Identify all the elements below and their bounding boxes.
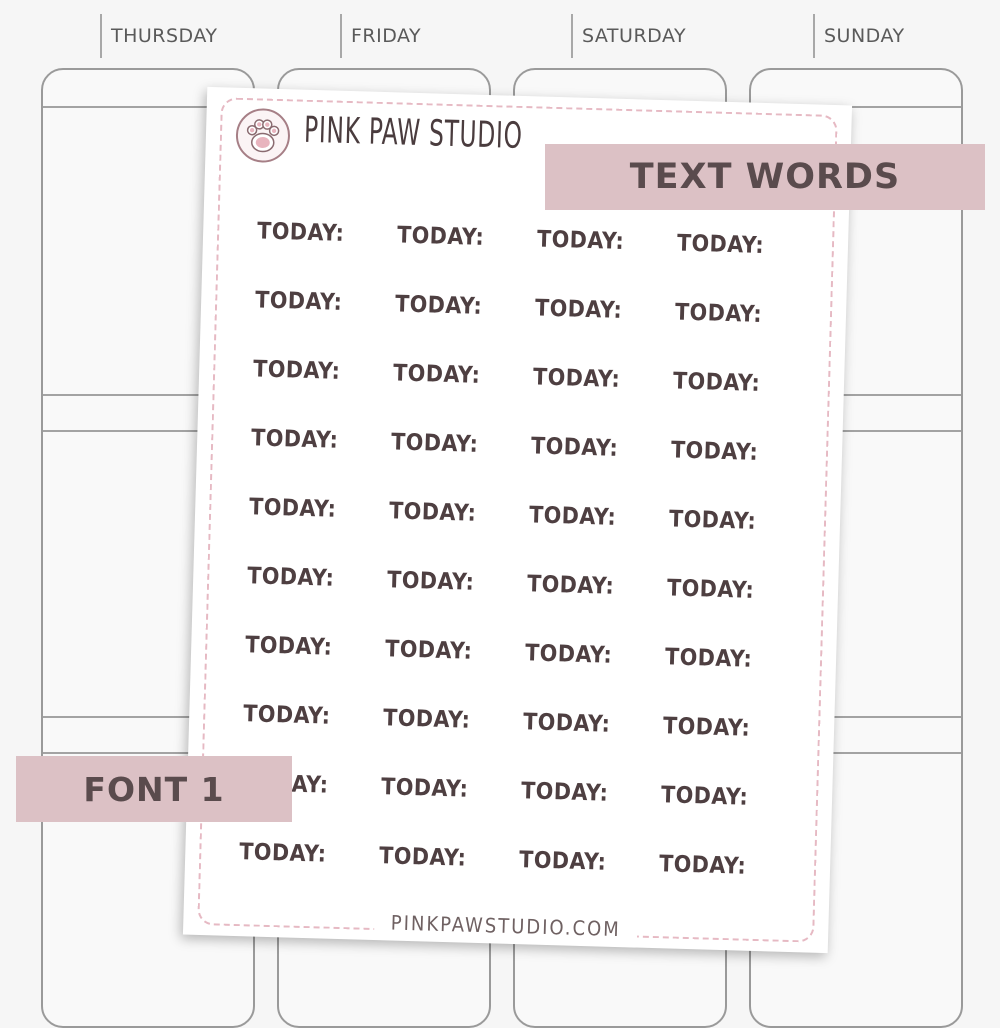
- today-sticker: TODAY:: [526, 571, 615, 600]
- today-sticker: TODAY:: [384, 636, 473, 665]
- today-sticker: TODAY:: [672, 368, 761, 397]
- today-sticker: TODAY:: [254, 287, 343, 316]
- sticker-word-grid: TODAY: TODAY: TODAY: TODAY: TODAY: TODAY: TODA…: [238, 218, 818, 924]
- day-label: SUNDAY: [824, 25, 905, 47]
- sticker-sheet: PINK PAW STUDIO TODAY:TODAY:TODAY:TODAY:…: [182, 86, 853, 954]
- today-sticker: TODAY:: [244, 632, 333, 661]
- column-divider: [43, 430, 253, 432]
- text-words-label: TEXT WORDS: [629, 157, 901, 197]
- today-sticker: TODAY:: [394, 291, 483, 320]
- text-words-banner: TEXT WORDS: [545, 144, 985, 210]
- column-divider: [43, 394, 253, 396]
- today-sticker: TODAY:: [524, 640, 613, 669]
- column-divider: [751, 394, 961, 396]
- today-sticker: TODAY:: [382, 705, 471, 734]
- today-sticker: TODAY:: [252, 356, 341, 385]
- today-sticker: TODAY:: [518, 847, 607, 876]
- today-sticker: TODAY:: [670, 437, 759, 466]
- today-sticker: TODAY:: [530, 433, 619, 462]
- column-divider: [43, 752, 253, 754]
- day-header-sunday: SUNDAY: [813, 14, 905, 58]
- brand-name: PINK PAW STUDIO: [303, 109, 524, 157]
- column-divider: [751, 752, 961, 754]
- column-divider: [751, 716, 961, 718]
- today-sticker: TODAY:: [388, 498, 477, 527]
- today-sticker: TODAY:: [396, 222, 485, 251]
- today-sticker: TODAY:: [378, 843, 467, 872]
- today-sticker: TODAY:: [668, 506, 757, 535]
- today-sticker: TODAY:: [390, 429, 479, 458]
- day-header-friday: FRIDAY: [340, 14, 421, 58]
- column-divider: [43, 716, 253, 718]
- font-label: FONT 1: [83, 769, 225, 809]
- today-sticker: TODAY:: [380, 774, 469, 803]
- column-divider: [751, 430, 961, 432]
- today-sticker: TODAY:: [392, 360, 481, 389]
- today-sticker: TODAY:: [660, 782, 749, 811]
- paw-icon: [235, 107, 291, 164]
- today-sticker: TODAY:: [246, 563, 335, 592]
- day-label: FRIDAY: [351, 25, 422, 47]
- today-sticker: TODAY:: [238, 839, 327, 868]
- today-sticker: TODAY:: [662, 713, 751, 742]
- today-sticker: TODAY:: [386, 567, 475, 596]
- font-banner: FONT 1: [16, 756, 292, 822]
- today-sticker: TODAY:: [522, 709, 611, 738]
- column-divider: [751, 106, 961, 108]
- day-label: THURSDAY: [111, 25, 218, 47]
- today-sticker: TODAY:: [520, 778, 609, 807]
- today-sticker: TODAY:: [676, 230, 765, 259]
- today-sticker: TODAY:: [528, 502, 617, 531]
- today-sticker: TODAY:: [256, 218, 345, 247]
- day-label: SATURDAY: [582, 25, 687, 47]
- today-sticker: TODAY:: [666, 575, 755, 604]
- day-header-thursday: THURSDAY: [100, 14, 218, 58]
- today-sticker: TODAY:: [534, 295, 623, 324]
- column-divider: [43, 106, 253, 108]
- today-sticker: TODAY:: [658, 851, 747, 880]
- today-sticker: TODAY:: [674, 299, 763, 328]
- today-sticker: TODAY:: [664, 644, 753, 673]
- day-header-saturday: SATURDAY: [571, 14, 686, 58]
- today-sticker: TODAY:: [250, 425, 339, 454]
- today-sticker: TODAY:: [248, 494, 337, 523]
- today-sticker: TODAY:: [536, 226, 625, 255]
- today-sticker: TODAY:: [532, 364, 621, 393]
